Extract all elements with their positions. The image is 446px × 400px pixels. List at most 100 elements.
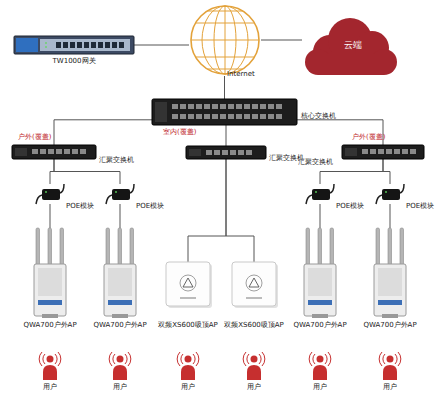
signal-wave [58, 352, 61, 366]
node-label: POE模块 [66, 202, 94, 210]
poe-module: POE模块 [306, 184, 334, 204]
logo-panel [16, 38, 38, 52]
node-label: 双频XS600吸顶AP [224, 321, 284, 329]
port [236, 104, 242, 109]
port [72, 149, 78, 154]
globe-outline [191, 6, 259, 74]
cable [106, 195, 112, 204]
user-body [383, 365, 397, 380]
network-cable [261, 40, 302, 41]
cable [60, 184, 64, 193]
poe-module: POE模块 [376, 184, 404, 204]
parallel [207, 11, 242, 12]
ap-strip [108, 300, 132, 305]
outdoor-ap: QWA700户外AP [30, 228, 70, 318]
antenna [106, 228, 110, 268]
antenna [400, 228, 404, 268]
port [56, 42, 61, 48]
signal-wave [395, 354, 397, 364]
node-label: POE模块 [136, 202, 164, 210]
led [385, 191, 387, 193]
node-label: 用户 [247, 383, 261, 391]
port [98, 42, 103, 48]
ap-strip [246, 297, 262, 299]
internet-globe: Internet [189, 4, 261, 76]
outdoor-ap: QWA700户外AP [370, 228, 410, 318]
port [188, 104, 194, 109]
switch-panel [345, 148, 357, 156]
port [204, 114, 210, 119]
ap-body [374, 264, 406, 316]
device-body [14, 36, 134, 54]
port [276, 104, 282, 109]
port [220, 114, 226, 119]
signal-wave [243, 352, 246, 366]
port [362, 149, 368, 154]
node-label: 用户 [383, 383, 397, 391]
port [56, 149, 62, 154]
port [236, 114, 242, 119]
poe-module-graphic [36, 184, 64, 204]
port [260, 114, 266, 119]
ap-strip [378, 300, 402, 305]
antenna [376, 228, 380, 268]
port [206, 150, 212, 155]
front-panel [40, 39, 130, 51]
node-label: 核心交换机 [301, 112, 336, 120]
parallel [191, 40, 259, 41]
ap-bracket [382, 314, 398, 318]
port [252, 104, 258, 109]
aggregation-switch: 汇聚交换机 [186, 146, 266, 159]
network-cable [188, 159, 226, 262]
signal-wave [39, 352, 42, 366]
outdoor-ap-graphic [100, 228, 140, 318]
port [212, 114, 218, 119]
switch-panel [155, 102, 167, 122]
ap-panel [378, 268, 402, 296]
node-label: 用户 [113, 383, 127, 391]
node-label: QWA700户外AP [23, 321, 76, 329]
poe-module: POE模块 [106, 184, 134, 204]
network-cable [390, 204, 391, 228]
port [220, 104, 226, 109]
port [268, 114, 274, 119]
signal-wave [196, 352, 199, 366]
user-body [247, 365, 261, 380]
port [64, 149, 70, 154]
ceiling-ap: 双频XS600吸顶AP [166, 262, 210, 306]
port [172, 104, 178, 109]
antenna [306, 228, 310, 268]
signal-wave [379, 352, 382, 366]
switch-body [342, 145, 424, 159]
ap-strip [308, 300, 332, 305]
port [244, 114, 250, 119]
user-head [117, 356, 124, 363]
user-head [47, 356, 54, 363]
poe-module-graphic [376, 184, 404, 204]
port [112, 42, 117, 48]
outdoor-ap: QWA700户外AP [100, 228, 140, 318]
node-label: 双频XS600吸顶AP [158, 321, 218, 329]
port [370, 149, 376, 154]
node-label: QWA700户外AP [363, 321, 416, 329]
user-body [313, 365, 327, 380]
cable [36, 195, 42, 204]
cable [376, 195, 382, 204]
port [212, 104, 218, 109]
cable [400, 184, 404, 193]
switch-body [152, 99, 297, 125]
signal-wave [128, 352, 131, 366]
port [268, 104, 274, 109]
cable [306, 195, 312, 204]
gateway-device-graphic [14, 36, 134, 54]
poe-module-graphic [106, 184, 134, 204]
network-cable [226, 125, 227, 146]
user-body [113, 365, 127, 380]
ap-panel [38, 268, 62, 296]
port [196, 104, 202, 109]
node-label: QWA700户外AP [293, 321, 346, 329]
core-switch-graphic [152, 99, 297, 125]
signal-wave [313, 354, 315, 364]
port [378, 149, 384, 154]
parallel [207, 69, 242, 70]
